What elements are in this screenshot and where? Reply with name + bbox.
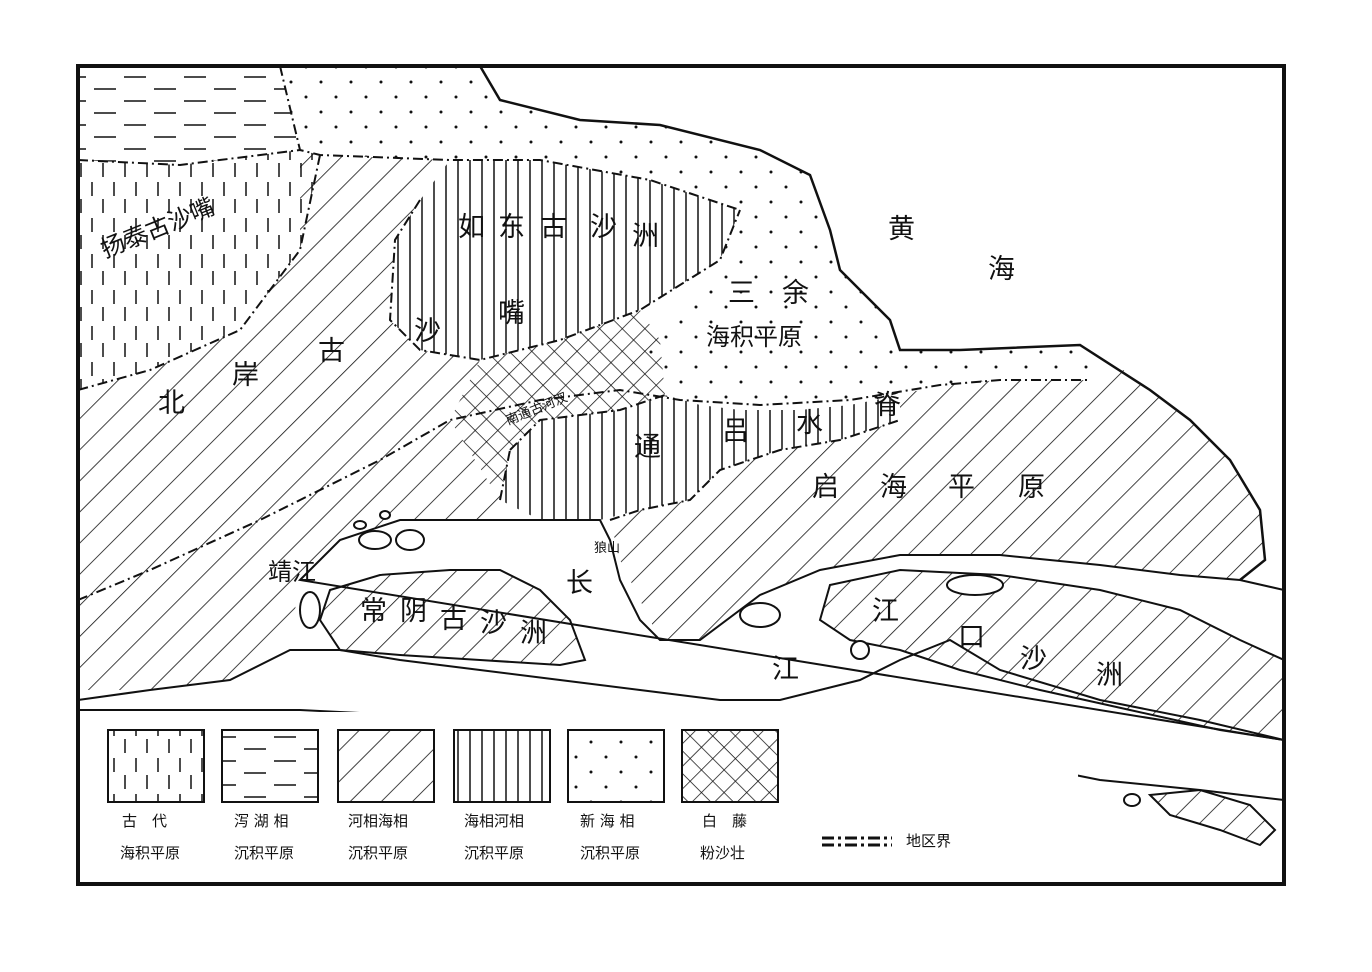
region-small-island	[1147, 788, 1277, 847]
region-yangtai-spit	[78, 150, 320, 390]
label-rudong-5: 洲	[632, 221, 659, 252]
legend-label-4b: 沉积平原	[464, 844, 524, 862]
label-sanyu-plain: 海积平原	[706, 323, 802, 351]
region-new-marine-plain	[280, 66, 1110, 410]
map-labels: 扬泰古沙嘴 北 岸 古 如 东 古 沙 洲 沙 嘴 黄 海 三 余 海积平原 南…	[97, 193, 1123, 691]
label-tonglv-4: 脊	[874, 390, 901, 421]
legend-item-marine-fluvial: 海相河相 沉积平原	[453, 729, 551, 862]
label-rudong-1: 如	[458, 212, 485, 243]
legend-label-3a: 河相海相	[348, 812, 408, 830]
legend-label-6a: 白 藤	[702, 812, 747, 830]
region-jiangkou-island	[818, 568, 1284, 742]
label-jingjiang: 靖江	[268, 558, 316, 586]
label-langshan: 狼山	[594, 541, 620, 556]
coastline	[478, 66, 1267, 581]
label-changyin-5: 洲	[520, 618, 547, 649]
jingjiang-islets	[299, 510, 1141, 807]
label-tonglv-2: 吕	[722, 416, 749, 447]
label-changyin-2: 阴	[400, 596, 427, 627]
label-sea-1: 黄	[888, 214, 915, 245]
legend-label-5b: 沉积平原	[580, 844, 640, 862]
legend-item-new-marine: 新 海 相 沉积平原	[567, 729, 665, 862]
legend-item-lagoon: 泻 湖 相 沉积平原	[221, 729, 319, 862]
label-jiangkou-3: 沙	[1020, 644, 1047, 675]
legend-label-2b: 沉积平原	[234, 844, 294, 862]
label-rudong-4: 沙	[590, 212, 617, 243]
legend-label-1b: 海积平原	[120, 844, 180, 862]
label-beian-3: 古	[318, 336, 345, 367]
region-lagoon-plain	[78, 66, 300, 165]
region-qihai-plain	[610, 360, 1265, 640]
label-jiangkou-2: 口	[958, 622, 985, 653]
label-sea-2: 海	[988, 254, 1015, 285]
label-jiang: 江	[772, 654, 799, 685]
label-tonglv-1: 通	[634, 432, 661, 463]
map-frame	[76, 64, 1286, 886]
legend-label-5a: 新 海 相	[580, 812, 635, 830]
legend-label-3b: 沉积平原	[348, 844, 408, 862]
label-rudong-2: 东	[498, 212, 525, 243]
label-qihai-2: 海	[880, 472, 907, 503]
legend-label-boundary: 地区界	[906, 832, 951, 850]
legend: 古 代 海积平原 泻 湖 相 沉积平原 河相海相 沉积平原 海相河相 沉积平原 …	[107, 729, 951, 862]
legend-label-1a: 古 代	[122, 812, 167, 830]
region-nantong-branch	[450, 310, 665, 500]
legend-label-2a: 泻 湖 相	[234, 812, 289, 830]
label-rudong-3: 古	[540, 212, 567, 243]
legend-label-6b: 粉沙壮	[700, 844, 745, 862]
region-rudong-spit	[390, 160, 740, 360]
legend-item-ancient-marine: 古 代 海积平原	[107, 729, 205, 862]
label-qihai-3: 平	[948, 472, 975, 503]
label-rudong-zui-1: 沙	[414, 316, 441, 347]
label-changyin-1: 常	[360, 596, 387, 627]
region-changyin-island	[318, 569, 587, 667]
label-chang: 长	[566, 568, 593, 599]
legend-item-boundary: 地区界	[822, 832, 951, 850]
label-sanyu-2: 余	[782, 278, 809, 309]
label-qihai-4: 原	[1018, 472, 1045, 503]
region-tonglv-watershed	[500, 395, 900, 520]
legend-item-baiteng: 白 藤 粉沙壮	[681, 729, 779, 862]
label-beian-1: 北	[158, 388, 185, 419]
label-jiangkou-1: 江	[872, 596, 899, 627]
label-qihai-1: 启	[812, 472, 839, 503]
label-sanyu-1: 三	[728, 278, 755, 309]
label-changyin-4: 沙	[480, 608, 507, 639]
label-tonglv-3: 水	[796, 408, 823, 439]
label-jiangkou-4: 洲	[1096, 660, 1123, 691]
label-beian-2: 岸	[232, 360, 259, 391]
label-changyin-3: 古	[440, 604, 467, 635]
label-rudong-zui-2: 嘴	[498, 298, 525, 329]
boundary-lines	[78, 66, 1090, 601]
legend-label-4a: 海相河相	[464, 812, 524, 830]
legend-item-fluvial-marine: 河相海相 沉积平原	[337, 729, 435, 862]
